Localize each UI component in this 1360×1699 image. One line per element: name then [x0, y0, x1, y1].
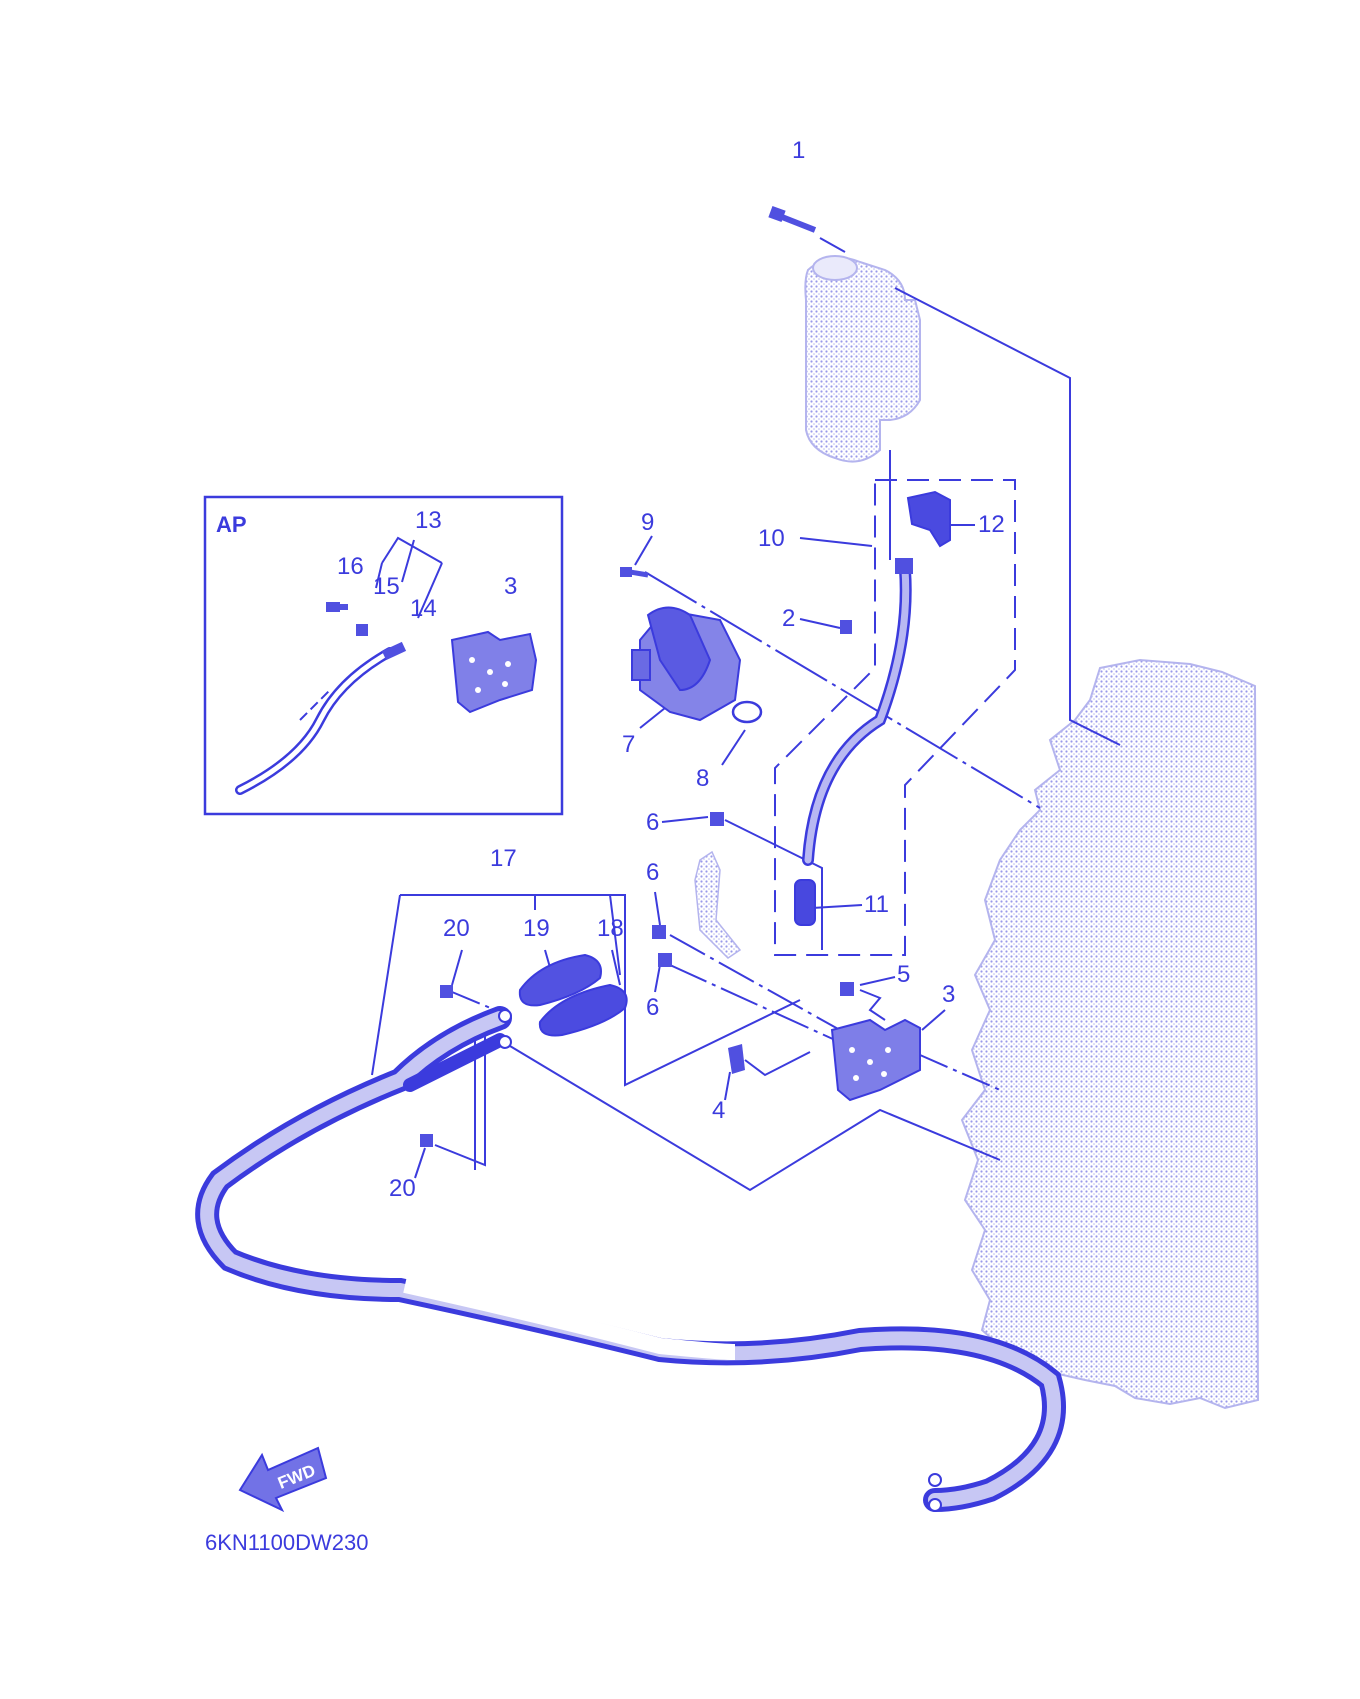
bolt-9-icon: [620, 567, 649, 578]
label-6-lower: 6: [646, 994, 659, 1021]
label-3-main: 3: [942, 981, 955, 1008]
label-14: 14: [410, 595, 437, 622]
bolt-6-middle-icon: [652, 925, 666, 939]
cap-12-icon: [906, 490, 951, 548]
label-10: 10: [758, 525, 785, 552]
fwd-arrow-icon: FWD: [238, 1446, 328, 1513]
label-5: 5: [897, 961, 910, 988]
label-20-upper: 20: [443, 915, 470, 942]
cover-19-icon: [518, 953, 602, 1007]
bolt-5-icon: [840, 982, 854, 996]
label-2: 2: [782, 605, 795, 632]
tilt-motor-ghost: [804, 255, 921, 463]
label-4: 4: [712, 1097, 725, 1124]
bolt-6-lower-icon: [658, 953, 672, 967]
label-1: 1: [792, 137, 805, 164]
o-ring-8-icon: [731, 700, 763, 724]
diagram-code: 6KN1100DW230: [205, 1530, 368, 1555]
label-18: 18: [597, 915, 624, 942]
bolt-20-upper-icon: [440, 985, 453, 998]
bolt-1-icon: [768, 205, 817, 233]
label-20-lower: 20: [389, 1175, 416, 1202]
label-6-middle: 6: [646, 859, 659, 886]
label-17: 17: [490, 845, 517, 872]
cover-18-icon: [538, 983, 628, 1037]
label-16: 16: [337, 553, 364, 580]
callout-labels: 1 2 3 3 4 5 6 6 6 7 8 9 10 11 12 13 14 1…: [337, 137, 1005, 1202]
ap-inset-title: AP: [216, 512, 247, 537]
label-9: 9: [641, 509, 654, 536]
bolt-20-lower-icon: [420, 1134, 433, 1147]
label-15: 15: [373, 573, 400, 600]
relay-7-icon: [631, 606, 742, 722]
label-6-upper: 6: [646, 809, 659, 836]
label-13: 13: [415, 507, 442, 534]
battery-cable-17-icon: [195, 1006, 1066, 1512]
leader-lines: [371, 237, 1121, 1192]
wire-harness-ghost: [694, 850, 742, 959]
bolt-16-icon: [326, 602, 348, 612]
nut-2-icon: [840, 620, 852, 634]
harness-group-outline: [774, 479, 1016, 956]
ap-inset: AP: [203, 495, 564, 816]
bracket-3-main-icon: [830, 1018, 921, 1102]
label-7: 7: [622, 731, 635, 758]
label-11: 11: [864, 891, 889, 918]
clip-15-icon: [356, 624, 368, 636]
label-12: 12: [978, 511, 1005, 538]
clip-4-icon: [728, 1044, 745, 1074]
cable-10-icon: [802, 558, 913, 866]
bolt-6-upper-icon: [710, 812, 724, 826]
bracket-3-inset-icon: [450, 630, 538, 714]
label-8: 8: [696, 765, 709, 792]
fuse-11-icon: [794, 879, 816, 926]
engine-block-ghost: [960, 658, 1260, 1410]
label-3-inset: 3: [504, 573, 517, 600]
label-19: 19: [523, 915, 550, 942]
